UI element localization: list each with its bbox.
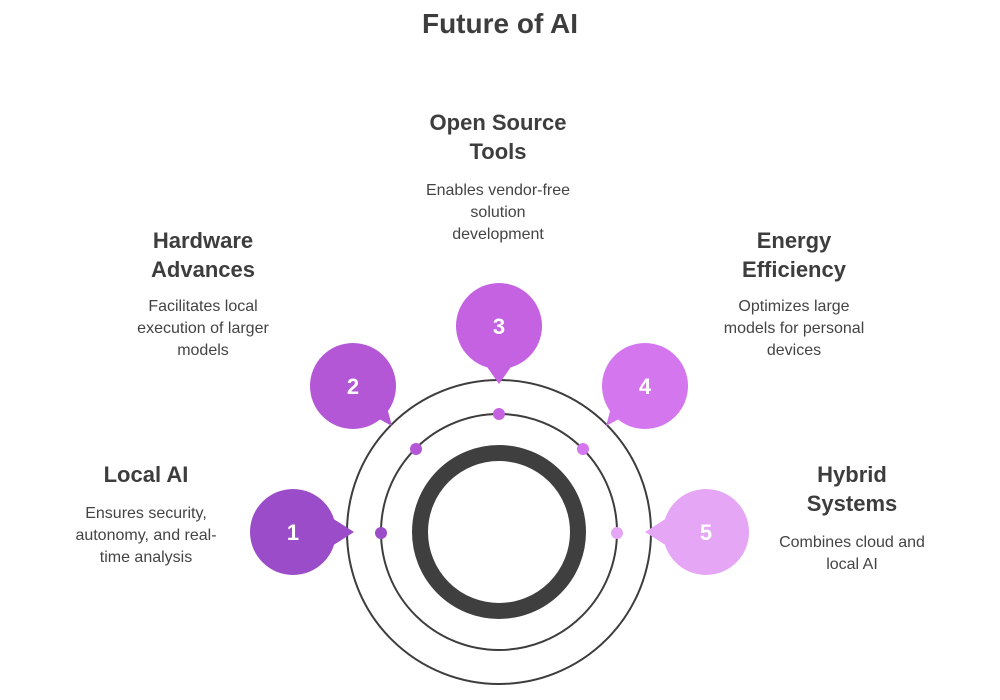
node-5-circle xyxy=(663,489,749,575)
item-3-label: Open Source Tools Enables vendor-free so… xyxy=(398,108,598,246)
item-5-heading: Hybrid Systems xyxy=(806,462,898,516)
node-5-pointer xyxy=(645,518,667,546)
node-3-pointer xyxy=(485,364,513,384)
node-3-circle xyxy=(456,283,542,369)
ring-dot-1 xyxy=(375,527,387,539)
node-1-number: 1 xyxy=(287,520,299,545)
item-2-description: Facilitates local execution of larger mo… xyxy=(137,298,269,359)
diagram-title: Future of AI xyxy=(421,8,579,39)
node-4-circle xyxy=(602,343,688,429)
node-2-circle xyxy=(310,343,396,429)
center-ring xyxy=(412,445,586,619)
node-5: 5 xyxy=(645,489,749,575)
item-3-description: Enables vendor-free solution development xyxy=(425,182,571,243)
node-2: 2 xyxy=(310,343,396,429)
node-1-circle xyxy=(250,489,336,575)
item-1-description: Ensures security, autonomy, and real- ti… xyxy=(75,505,217,566)
outer-ring xyxy=(346,379,652,685)
node-1-pointer xyxy=(332,518,354,546)
item-3-heading: Open Source Tools xyxy=(429,110,567,164)
ring-dot-2 xyxy=(410,443,422,455)
item-4-heading: Energy Efficiency xyxy=(742,228,846,282)
node-3: 3 xyxy=(456,283,542,384)
item-2-label: Hardware Advances Facilitates local exec… xyxy=(103,226,303,362)
item-5-description: Combines cloud and local AI xyxy=(779,534,925,573)
ring-dot-3 xyxy=(493,408,505,420)
node-4-pointer xyxy=(606,404,628,426)
item-1-heading: Local AI xyxy=(103,462,189,487)
node-4-number: 4 xyxy=(639,374,652,399)
node-2-number: 2 xyxy=(347,374,359,399)
node-2-pointer xyxy=(370,404,392,426)
item-4-label: Energy Efficiency Optimizes large models… xyxy=(694,226,894,362)
node-3-number: 3 xyxy=(493,314,505,339)
node-4: 4 xyxy=(602,343,688,429)
node-5-number: 5 xyxy=(700,520,712,545)
item-2-heading: Hardware Advances xyxy=(151,228,255,282)
node-1: 1 xyxy=(250,489,354,575)
item-5-label: Hybrid Systems Combines cloud and local … xyxy=(752,460,952,576)
ring-dot-4 xyxy=(577,443,589,455)
ring-dot-5 xyxy=(611,527,623,539)
item-4-description: Optimizes large models for personal devi… xyxy=(723,298,865,359)
item-1-label: Local AI Ensures security, autonomy, and… xyxy=(56,460,236,569)
